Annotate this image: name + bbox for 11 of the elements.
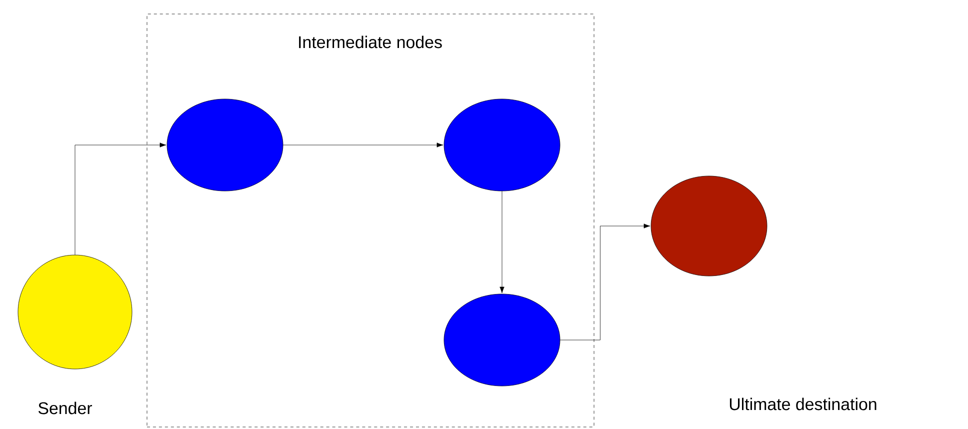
arrow (500, 191, 504, 294)
circle (650, 176, 768, 276)
circle (444, 294, 560, 386)
circle (166, 98, 284, 192)
node-label: Sender (38, 402, 92, 414)
node-label: Intermediate nodes (299, 36, 442, 48)
label: Ultimate destination (730, 398, 876, 410)
arrow (283, 142, 444, 148)
circle (444, 98, 560, 192)
arrow (74, 142, 166, 255)
arrow (560, 224, 650, 340)
